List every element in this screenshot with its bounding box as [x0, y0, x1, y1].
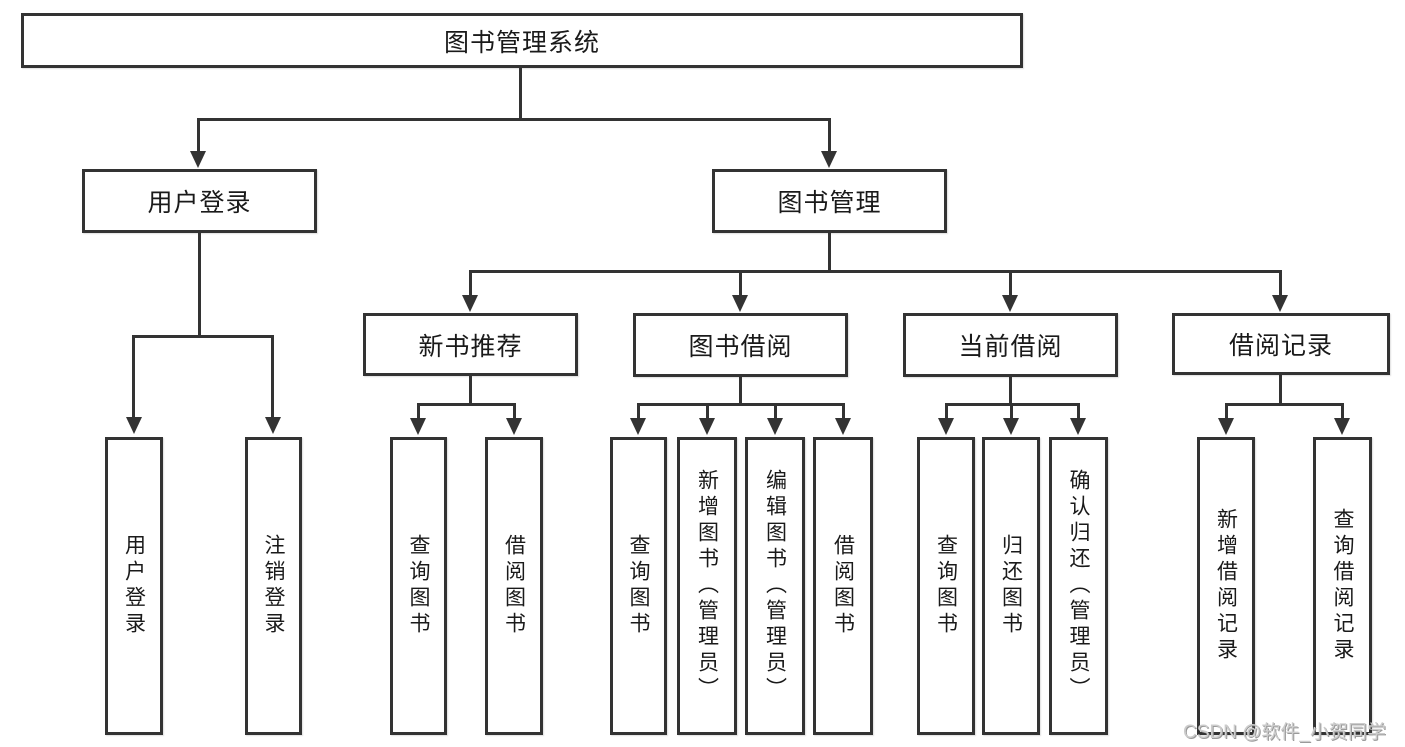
connector-user-login-stem [198, 233, 201, 338]
connector-to-leaf-borrow-books-2 [842, 403, 845, 419]
connector-new-book-recommend-split [417, 403, 516, 406]
connector-to-leaf-edit-book [774, 403, 777, 419]
leaf-user-login: 用户登录 [105, 437, 163, 735]
connector-to-leaf-borrow-books-1 [513, 403, 516, 419]
connector-new-book-recommend-stem [469, 376, 472, 406]
leaf-confirm-return-admin: 确认归还（管理员） [1049, 437, 1108, 735]
leaf-borrow-books-1-label: 借阅图书 [502, 534, 526, 638]
arrowhead-leaf-query-borrow-record [1334, 418, 1350, 435]
leaf-edit-book-admin-label: 编辑图书（管理员） [763, 469, 787, 703]
connector-to-book-management [828, 118, 831, 152]
connector-borrow-records-split [1225, 403, 1343, 406]
arrowhead-leaf-add-borrow-record [1218, 418, 1234, 435]
csdn-watermark: CSDN @软件_小贺同学 [1183, 722, 1386, 743]
node-user-login: 用户登录 [82, 169, 317, 233]
leaf-add-book-admin: 新增图书（管理员） [677, 437, 737, 735]
leaf-borrow-books-2-label: 借阅图书 [831, 534, 855, 638]
node-book-management: 图书管理 [712, 169, 947, 233]
node-user-login-label: 用户登录 [147, 189, 252, 217]
leaf-query-books-1-label: 查询图书 [407, 534, 430, 638]
connector-book-borrow-stem [739, 377, 742, 406]
leaf-return-book: 归还图书 [982, 437, 1040, 735]
connector-book-management-split [469, 270, 1282, 273]
connector-to-user-login [197, 118, 200, 152]
connector-to-current-borrow [1009, 270, 1012, 296]
connector-to-leaf-query-books-2 [637, 403, 640, 419]
connector-to-borrow-records [1279, 270, 1282, 296]
leaf-query-books-3: 查询图书 [917, 437, 975, 735]
connector-book-borrow-split [637, 403, 845, 406]
arrowhead-leaf-query-books-3 [938, 418, 954, 435]
connector-to-leaf-logout [271, 335, 274, 418]
node-root-label: 图书管理系统 [443, 28, 600, 57]
arrowhead-leaf-query-books-1 [410, 418, 426, 435]
connector-to-leaf-query-books-1 [417, 403, 420, 419]
leaf-add-borrow-record-label: 新增借阅记录 [1214, 508, 1238, 664]
connector-borrow-records-stem [1279, 375, 1282, 406]
arrowhead-book-borrow [732, 295, 748, 312]
leaf-query-books-1: 查询图书 [390, 437, 447, 735]
connector-root-stem [519, 68, 522, 120]
node-book-management-label: 图书管理 [777, 189, 882, 217]
connector-book-management-stem [828, 233, 831, 273]
arrowhead-leaf-borrow-books-1 [506, 418, 522, 435]
connector-root-split [197, 118, 831, 121]
node-borrow-records-label: 借阅记录 [1228, 332, 1333, 360]
arrowhead-leaf-user-login [126, 417, 142, 434]
connector-to-book-borrow [739, 270, 742, 296]
node-current-borrow: 当前借阅 [903, 313, 1118, 377]
leaf-logout: 注销登录 [245, 437, 302, 735]
connector-to-leaf-query-books-3 [945, 403, 948, 419]
arrowhead-leaf-confirm-return [1070, 418, 1086, 435]
leaf-logout-label: 注销登录 [262, 534, 285, 638]
arrowhead-leaf-add-book [699, 418, 715, 435]
node-new-book-recommend: 新书推荐 [363, 313, 578, 376]
leaf-return-book-label: 归还图书 [999, 534, 1023, 638]
arrowhead-current-borrow [1002, 295, 1018, 312]
node-current-borrow-label: 当前借阅 [958, 333, 1063, 361]
leaf-query-books-2: 查询图书 [610, 437, 667, 735]
leaf-user-login-label: 用户登录 [122, 534, 146, 638]
arrowhead-leaf-logout [265, 417, 281, 434]
arrowhead-leaf-query-books-2 [630, 418, 646, 435]
node-borrow-records: 借阅记录 [1172, 313, 1390, 375]
arrowhead-leaf-borrow-books-2 [835, 418, 851, 435]
leaf-query-borrow-record-label: 查询借阅记录 [1331, 508, 1354, 664]
connector-user-login-split [132, 335, 274, 338]
leaf-borrow-books-2: 借阅图书 [813, 437, 873, 735]
node-book-borrow: 图书借阅 [633, 313, 848, 377]
connector-to-new-book-recommend [469, 270, 472, 296]
leaf-add-borrow-record: 新增借阅记录 [1197, 437, 1255, 735]
arrowhead-user-login [190, 151, 206, 168]
connector-to-leaf-add-borrow-record [1225, 403, 1228, 419]
leaf-add-book-admin-label: 新增图书（管理员） [695, 469, 719, 703]
connector-to-leaf-confirm-return [1077, 403, 1080, 419]
leaf-query-borrow-record: 查询借阅记录 [1313, 437, 1372, 735]
connector-to-leaf-add-book [706, 403, 709, 419]
arrowhead-leaf-return-book [1003, 418, 1019, 435]
arrowhead-book-management [821, 151, 837, 168]
connector-current-borrow-stem [1009, 377, 1012, 406]
leaf-borrow-books-1: 借阅图书 [485, 437, 543, 735]
arrowhead-new-book-recommend [462, 295, 478, 312]
node-book-borrow-label: 图书借阅 [688, 333, 793, 361]
connector-to-leaf-return-book [1010, 403, 1013, 419]
connector-to-leaf-user-login [132, 335, 135, 418]
leaf-confirm-return-admin-label: 确认归还（管理员） [1067, 469, 1090, 703]
node-root: 图书管理系统 [21, 13, 1023, 68]
connector-to-leaf-query-borrow-record [1341, 403, 1344, 419]
arrowhead-leaf-edit-book [767, 418, 783, 435]
arrowhead-borrow-records [1272, 295, 1288, 312]
leaf-edit-book-admin: 编辑图书（管理员） [745, 437, 805, 735]
leaf-query-books-3-label: 查询图书 [934, 534, 958, 638]
leaf-query-books-2-label: 查询图书 [627, 534, 650, 638]
node-new-book-recommend-label: 新书推荐 [418, 332, 523, 361]
